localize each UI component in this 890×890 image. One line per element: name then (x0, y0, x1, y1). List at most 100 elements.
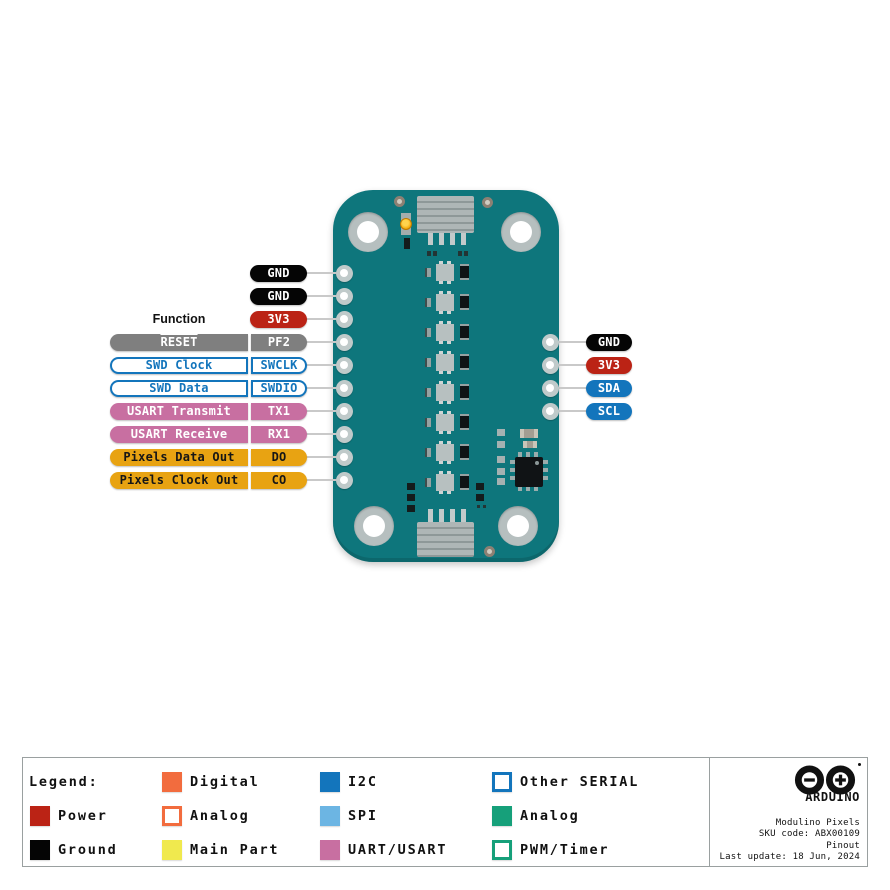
legend-label: Analog (190, 808, 250, 824)
product-info-line: Pinout (826, 840, 860, 851)
legend-swatch-ground (30, 840, 50, 860)
led-capacitor (460, 294, 469, 310)
legend-label: Main Part (190, 842, 280, 858)
fiducial-mark (394, 196, 405, 207)
pin-hole (335, 402, 353, 420)
pin-pill-GND: GND (250, 264, 307, 282)
pin-pill-SWDIO: SWDIO (251, 379, 307, 397)
smd-pad (433, 251, 437, 256)
led-side-pad (425, 417, 431, 427)
connector-leg (428, 231, 433, 245)
smd-pad (497, 441, 505, 448)
function-label: USART Transmit (127, 404, 231, 418)
pin-pill-SCL: SCL (586, 402, 632, 420)
pixel-led-module (436, 320, 454, 341)
led-side-pad (425, 387, 431, 397)
pin-hole (335, 379, 353, 397)
connector-leg (439, 509, 444, 524)
smd-component (407, 505, 415, 512)
smd-component (404, 238, 410, 249)
arduino-logo-icon (794, 765, 856, 795)
pin-hole (335, 448, 353, 466)
legend-divider (709, 757, 710, 867)
led-side-pad (425, 357, 431, 367)
legend-label: UART/USART (348, 842, 448, 858)
smd-pad (497, 456, 505, 463)
smd-pad (427, 251, 431, 256)
pin-wire (306, 433, 344, 435)
function-pill: SWD Clock (110, 356, 248, 374)
led-side-pad (425, 477, 431, 487)
connector-leg (450, 509, 455, 524)
legend-title: Legend: (29, 774, 99, 790)
pin-hole (541, 356, 559, 374)
led-capacitor (460, 324, 469, 340)
function-column-header: Function (152, 312, 206, 326)
ic-pins (543, 460, 548, 484)
pin-pill-DO: DO (251, 448, 307, 466)
function-pill: RESET (110, 333, 248, 351)
legend-swatch-pwm (492, 840, 512, 860)
pin-wire (306, 295, 344, 297)
led-side-pad (425, 327, 431, 337)
fiducial-mark (484, 546, 495, 557)
legend-swatch-power (30, 806, 50, 826)
led-capacitor (460, 384, 469, 400)
pin-pill-GND: GND (250, 287, 307, 305)
registered-mark-icon (858, 763, 861, 766)
legend-label: Power (58, 808, 108, 824)
legend-swatch-uart (320, 840, 340, 860)
smd-pad (477, 505, 480, 508)
smd-pad (497, 468, 505, 475)
power-led-icon (400, 218, 412, 230)
brand-name: ARDUINO (805, 790, 860, 804)
legend-swatch-analog_outline (162, 806, 182, 826)
pin-wire (550, 410, 586, 412)
pin-hole (335, 264, 353, 282)
pin-hole (541, 402, 559, 420)
smd-component (476, 483, 484, 490)
mounting-hole (498, 506, 538, 546)
pixel-led-module (436, 260, 454, 281)
legend-label: Ground (58, 842, 118, 858)
pin-hole (335, 425, 353, 443)
function-label: SWD Clock (145, 358, 213, 372)
pin-wire (306, 272, 344, 274)
legend-swatch-i2c (320, 772, 340, 792)
product-info-line: Modulino Pixels (775, 818, 860, 828)
function-label: Pixels Data Out (123, 450, 235, 464)
pin-wire (306, 341, 344, 343)
mounting-hole (501, 212, 541, 252)
smd-pad (458, 251, 462, 256)
legend-label: I2C (348, 774, 378, 790)
smd-pad (464, 251, 468, 256)
pin-pill-PF2: PF2 (251, 333, 307, 351)
function-pill: Pixels Data Out (110, 448, 248, 466)
connector-leg (439, 231, 444, 245)
pixel-led-module (436, 440, 454, 461)
fiducial-mark (482, 197, 493, 208)
legend-label: SPI (348, 808, 378, 824)
pin-hole (335, 287, 353, 305)
pin-wire (306, 456, 344, 458)
smd-pad (497, 478, 505, 485)
pin-pill-SDA: SDA (586, 379, 632, 397)
legend-swatch-spi (320, 806, 340, 826)
legend-swatch-analog_green (492, 806, 512, 826)
led-capacitor (460, 444, 469, 460)
legend-swatch-main_part (162, 840, 182, 860)
pin-wire (306, 410, 344, 412)
function-pill: USART Transmit (110, 402, 248, 420)
pin-wire (306, 318, 344, 320)
pin-pill-TX1: TX1 (251, 402, 307, 420)
smd-pad (497, 429, 505, 436)
legend-label: Analog (520, 808, 580, 824)
pin-pill-3V3: 3V3 (586, 356, 632, 374)
resistor (523, 441, 537, 448)
mounting-hole (354, 506, 394, 546)
ic-pins (518, 452, 540, 457)
led-capacitor (460, 474, 469, 490)
pin-pill-GND: GND (586, 333, 632, 351)
